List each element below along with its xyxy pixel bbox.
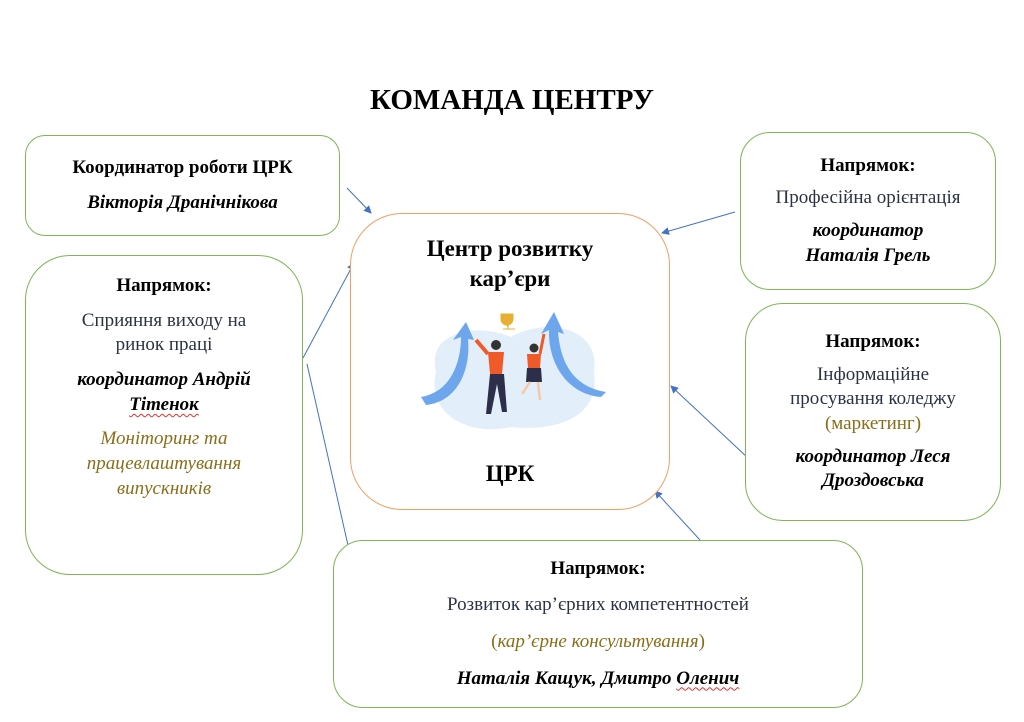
coordinator-name: Вікторія Дранічнікова [87, 191, 278, 213]
names-underlined: Оленич [676, 667, 740, 689]
center-abbreviation: ЦРК [485, 461, 535, 486]
direction-box-labor-market: Напрямок: Сприяння виходу на ринок праці… [25, 255, 303, 575]
coordinator-text: координатор Андрій [77, 369, 251, 391]
names: Наталія Кащук, Дмитро [456, 667, 677, 689]
center-title-line: кар’єри [469, 265, 551, 291]
direction-heading: Напрямок: [820, 154, 916, 176]
direction-heading: Напрямок: [825, 330, 921, 352]
arrow-bottom [654, 490, 701, 541]
paren: ) [698, 631, 705, 652]
names-text: Наталія Кащук, Дмитро Оленич [457, 667, 740, 692]
coordinator-role: Координатор роботи ЦРК [72, 156, 293, 178]
center-title-line: Центр розвитку [426, 236, 594, 261]
note-text: (кар’єрне консультування) [491, 630, 705, 655]
direction-box-career-competencies: Напрямок: Розвиток кар’єрних компетентно… [333, 540, 863, 708]
paren: ( [491, 631, 498, 652]
arrow-right-mid [670, 385, 749, 459]
direction-text: просування коледжу [790, 388, 956, 410]
coordinator-text: Тітенок [129, 393, 199, 415]
center-title: Центр розвитку кар’єри [351, 234, 669, 294]
coordinator-text: Наталія Грель [805, 244, 931, 266]
coordinator-box: Координатор роботи ЦРК Вікторія Дранічні… [25, 135, 340, 236]
direction-text: Професійна орієнтація [775, 187, 961, 209]
direction-text: Розвиток кар’єрних компетентностей [447, 594, 749, 616]
direction-heading: Напрямок: [550, 557, 646, 579]
direction-box-marketing: Напрямок: Інформаційне просування коледж… [745, 303, 1001, 521]
note-italic: кар’єрне консультування [497, 631, 699, 652]
direction-text: Інформаційне [816, 363, 930, 385]
note-text: випускників [116, 477, 212, 499]
arrow-coordinator [346, 187, 372, 214]
coordinator-text: Дроздовська [822, 470, 924, 492]
note-text: (маркетинг) [824, 413, 922, 434]
arrow-left-down [306, 363, 355, 564]
direction-heading: Напрямок: [116, 275, 212, 296]
arrow-right-top [661, 211, 736, 235]
coordinator-text: координатор [812, 220, 924, 241]
direction-text: ринок праці [115, 334, 213, 356]
note-text: Моніторинг та [100, 428, 228, 450]
direction-box-career-orientation: Напрямок: Професійна орієнтація координа… [740, 132, 996, 290]
career-growth-illustration [421, 312, 606, 430]
page-title: КОМАНДА ЦЕНТРУ [370, 84, 654, 116]
arrow-left-up [302, 262, 355, 359]
coordinator-text: координатор Леся [795, 445, 951, 467]
direction-text: Сприяння виходу на [81, 309, 247, 331]
note-text: працевлаштування [86, 453, 242, 475]
center-box: Центр розвитку кар’єри ЦРК [350, 213, 670, 510]
